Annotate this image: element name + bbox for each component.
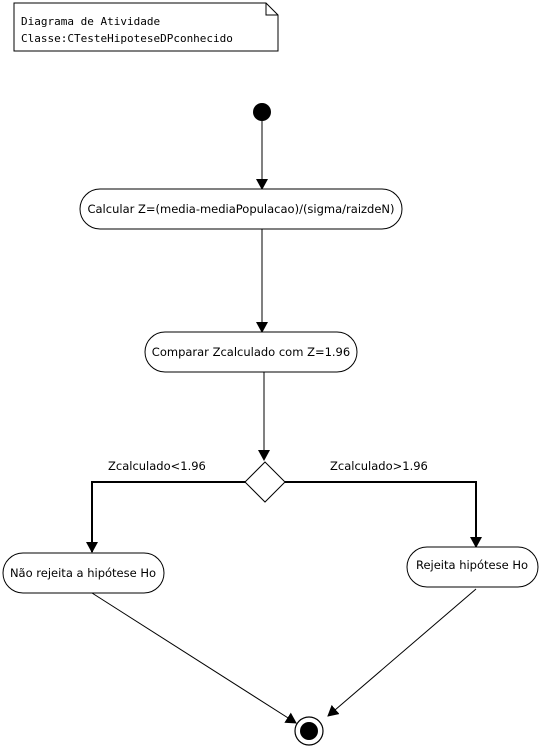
activity-nao-rejeita: Não rejeita a hipótese Ho xyxy=(2,552,165,594)
activity-nao-rejeita-label: Não rejeita a hipótese Ho xyxy=(10,566,156,580)
diagram-note: Diagrama de Atividade Classe:CTesteHipot… xyxy=(13,2,279,52)
edge-decision-right xyxy=(285,481,482,548)
activity-comparar: Comparar Zcalculado com Z=1.96 xyxy=(144,331,358,373)
edge-rejeita-to-final xyxy=(327,588,477,717)
activity-calcular: Calcular Z=(media-mediaPopulacao)/(sigma… xyxy=(79,188,403,230)
initial-node xyxy=(253,103,271,121)
note-title: Diagrama de Atividade xyxy=(21,15,160,28)
activity-comparar-label: Comparar Zcalculado com Z=1.96 xyxy=(152,345,350,359)
activity-rejeita-label: Rejeita hipótese Ho xyxy=(416,558,528,572)
guard-right-label: Zcalculado>1.96 xyxy=(330,459,428,473)
final-node xyxy=(294,716,324,746)
activity-calcular-label: Calcular Z=(media-mediaPopulacao)/(sigma… xyxy=(87,202,394,216)
note-class-name: Classe:CTesteHipoteseDPconhecido xyxy=(21,32,233,45)
decision-node xyxy=(244,461,286,503)
edge-nao-rejeita-to-final xyxy=(91,592,297,724)
guard-left-label: Zcalculado<1.96 xyxy=(108,459,206,473)
activity-rejeita: Rejeita hipótese Ho xyxy=(406,546,539,588)
edge-decision-left xyxy=(86,481,246,553)
